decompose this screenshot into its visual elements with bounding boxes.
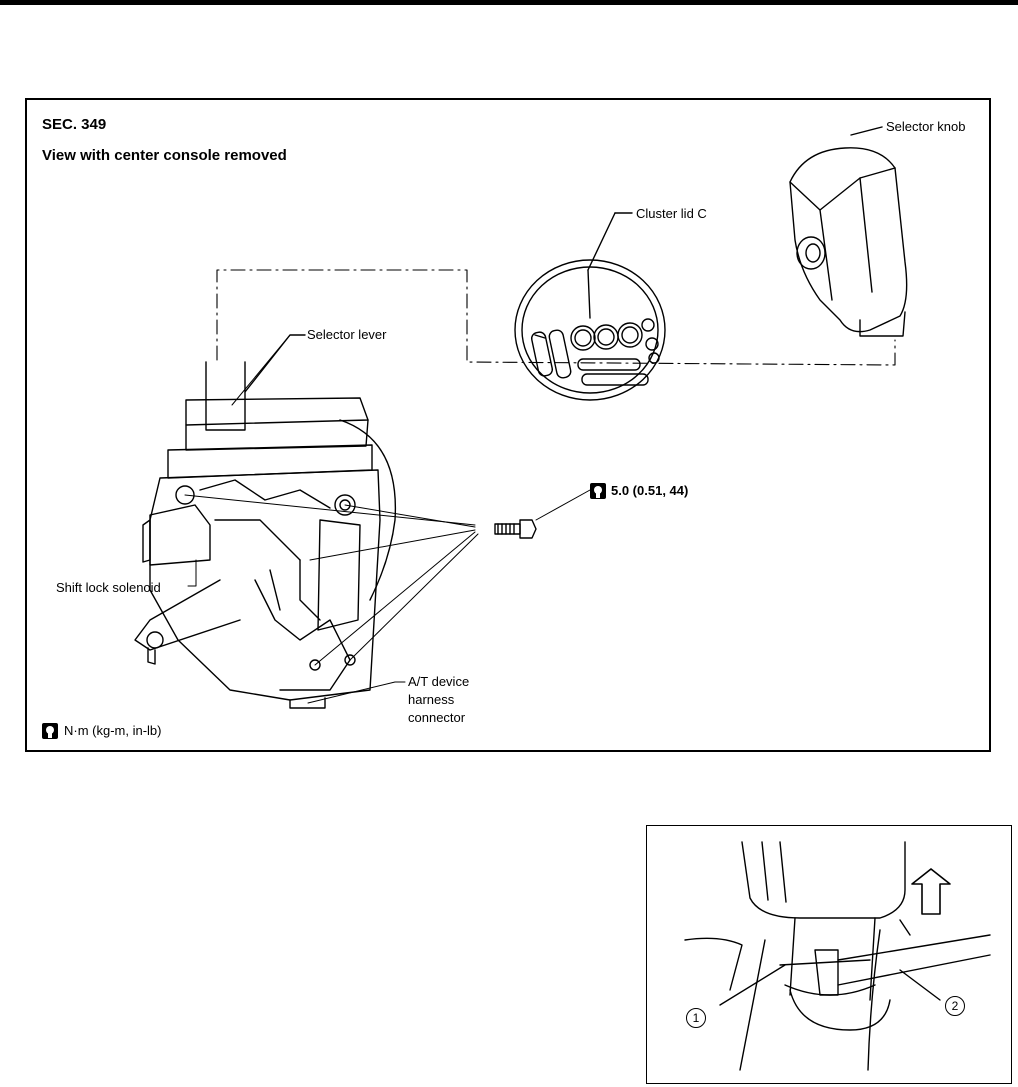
label-harness-line1: A/T device bbox=[408, 674, 470, 689]
inset-drawing bbox=[684, 841, 991, 1071]
label-selector-knob: Selector knob bbox=[886, 119, 966, 134]
view-title: View with center console removed bbox=[42, 147, 287, 164]
main-figure-frame bbox=[25, 98, 991, 752]
selector-lever-leader bbox=[231, 334, 306, 406]
legend-wrench-icon bbox=[42, 723, 58, 739]
label-harness-line3: connector bbox=[408, 710, 466, 725]
label-cluster-lid: Cluster lid C bbox=[636, 206, 707, 221]
callout-2: 2 bbox=[945, 996, 965, 1016]
selector-device-drawing bbox=[134, 334, 397, 709]
shift-lock-leader bbox=[187, 559, 197, 587]
label-shift-lock-solenoid: Shift lock solenoid bbox=[56, 580, 161, 595]
label-harness-line2: harness bbox=[408, 692, 455, 707]
harness-leader bbox=[307, 681, 406, 704]
page-top-rule bbox=[0, 0, 1018, 5]
label-selector-lever: Selector lever bbox=[307, 327, 387, 342]
selector-knob-drawing bbox=[789, 126, 908, 337]
callout-1: 1 bbox=[686, 1008, 706, 1028]
bolt-leaders bbox=[184, 489, 597, 666]
section-number: SEC. 349 bbox=[42, 116, 107, 133]
bolt-drawing bbox=[494, 519, 537, 539]
assembly-dashdot-line bbox=[216, 269, 896, 366]
cluster-lid-drawing bbox=[514, 212, 666, 401]
up-arrow-icon bbox=[911, 868, 951, 915]
inset-figure-frame bbox=[646, 825, 1012, 1084]
label-torque-legend: N·m (kg-m, in-lb) bbox=[64, 723, 162, 738]
torque-wrench-icon bbox=[590, 483, 606, 499]
label-torque-value: 5.0 (0.51, 44) bbox=[611, 483, 689, 498]
